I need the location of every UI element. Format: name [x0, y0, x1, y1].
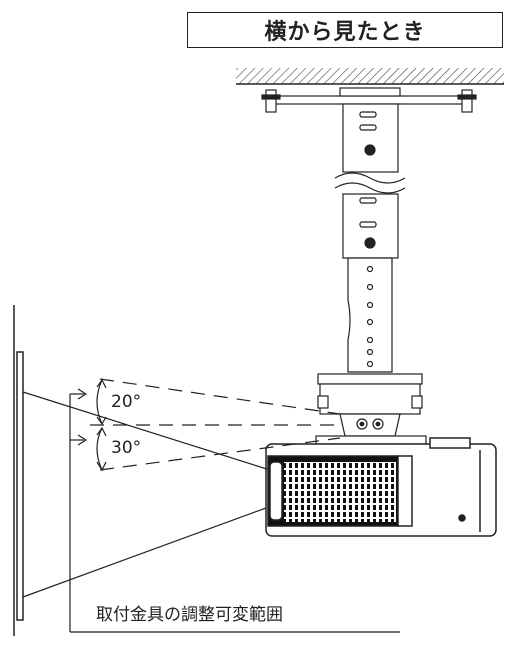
ceiling — [236, 68, 504, 85]
angle-arcs — [96, 378, 107, 472]
ceiling-bracket — [261, 87, 477, 113]
range-indicator — [69, 388, 400, 633]
angle-up-label: 20° — [111, 392, 142, 412]
title-text: 横から見たとき — [264, 20, 426, 45]
title-box: 横から見たとき — [187, 12, 503, 48]
pole-break — [334, 172, 406, 194]
projection-lines — [22, 391, 271, 598]
middle-pole — [342, 193, 399, 259]
angle-down-label: 30° — [111, 438, 142, 458]
projector — [265, 437, 497, 537]
lower-pole — [347, 257, 393, 373]
screen — [13, 305, 24, 636]
tilt-mount — [315, 373, 427, 445]
upper-pole — [342, 103, 399, 173]
caption-text: 取付金具の調整可変範囲 — [96, 605, 283, 625]
adjustment-range-lines — [90, 378, 341, 471]
